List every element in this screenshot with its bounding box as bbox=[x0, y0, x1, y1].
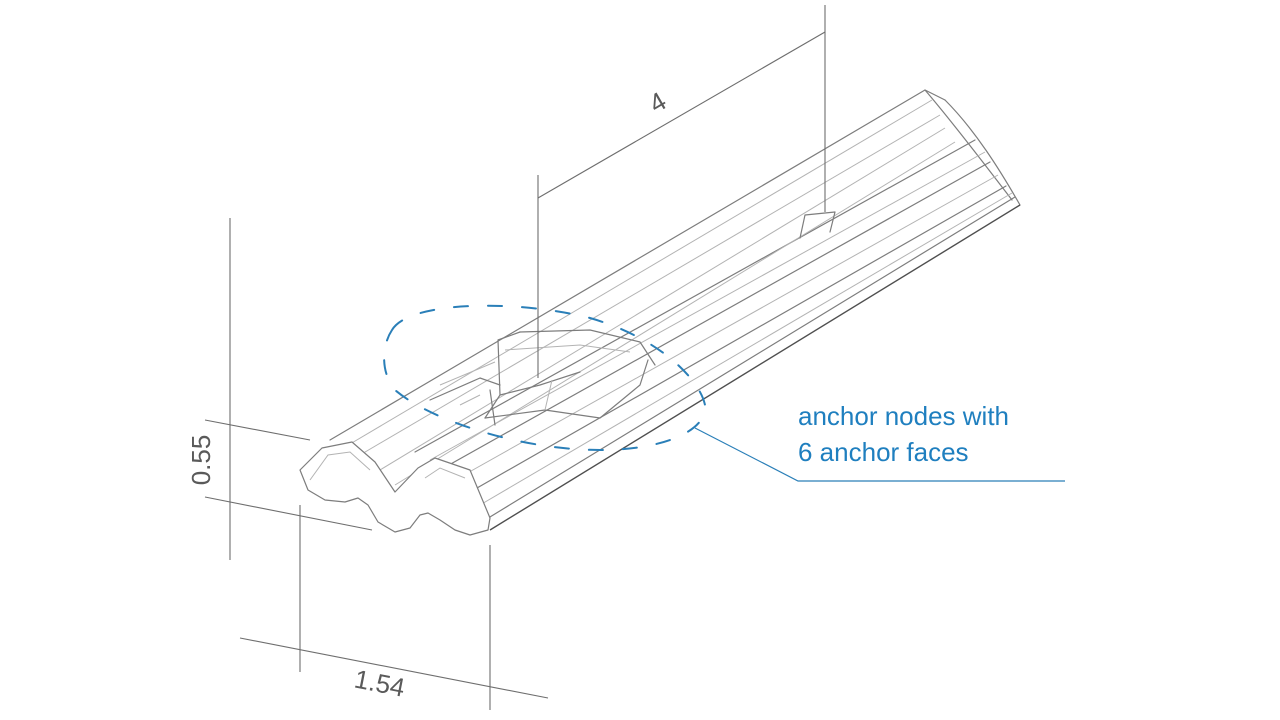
spacing-dimension: 4 bbox=[537, 5, 826, 378]
callout-leader bbox=[694, 427, 1065, 482]
width-dimension: 1.54 bbox=[239, 505, 549, 710]
callout-line-1: anchor nodes with bbox=[798, 401, 1009, 431]
rail-end-profile bbox=[299, 441, 491, 536]
callout: anchor nodes with 6 anchor faces bbox=[694, 401, 1065, 482]
rail-body bbox=[299, 89, 1021, 536]
height-dimension: 0.55 bbox=[186, 218, 373, 560]
callout-line-2: 6 anchor faces bbox=[798, 437, 969, 467]
anchor-highlight bbox=[383, 304, 707, 452]
height-label: 0.55 bbox=[186, 435, 216, 486]
spacing-label: 4 bbox=[644, 86, 672, 119]
